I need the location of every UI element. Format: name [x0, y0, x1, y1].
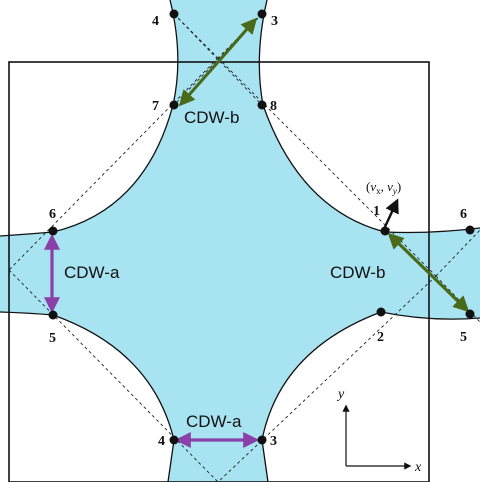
label-p4-bottom: 4 [158, 434, 165, 449]
velocity-close-paren: ) [397, 179, 401, 194]
velocity-vy-subscript: y [392, 186, 397, 196]
velocity-vx-subscript: x [376, 186, 381, 196]
label-p3-bottom: 3 [270, 434, 277, 449]
velocity-separator: , [381, 179, 388, 194]
label-p8: 8 [270, 99, 277, 114]
cdw-b-arrow-top [178, 17, 258, 107]
point-4-top [169, 9, 179, 19]
arrow-up-right-icon [382, 198, 399, 230]
velocity-vx: v [370, 179, 376, 194]
label-cdw-b-top: CDW-b [184, 108, 239, 127]
x-axis-label: x [414, 460, 422, 475]
boundary-bottom-right [261, 311, 480, 482]
label-cdw-a-left: CDW-a [64, 263, 120, 282]
point-8 [257, 100, 267, 110]
label-p5-left: 5 [49, 331, 56, 346]
label-p1: 1 [373, 204, 380, 219]
label-cdw-b-right: CDW-b [330, 263, 385, 282]
label-p4-top: 4 [152, 14, 159, 29]
boundary-bottom-left [0, 311, 175, 482]
point-7 [169, 100, 179, 110]
coordinate-axes: y x [336, 387, 422, 475]
label-p2: 2 [377, 330, 384, 345]
hot-spot-points [48, 9, 475, 445]
point-5-left [48, 310, 58, 320]
label-p7: 7 [152, 99, 159, 114]
point-3-bottom [257, 435, 267, 445]
point-6-left [48, 226, 58, 236]
label-p6-left: 6 [49, 207, 56, 222]
cdw-b-arrow-right [387, 232, 470, 313]
point-1 [380, 226, 390, 236]
velocity-open-paren: ( [366, 179, 370, 194]
boundary-top-left [0, 0, 179, 237]
point-3-top [257, 9, 267, 19]
label-p3-top: 3 [271, 14, 278, 29]
velocity-vy: v [387, 179, 393, 194]
point-2 [376, 307, 386, 317]
velocity-label: (vx, vy) [366, 179, 401, 196]
label-cdw-a-bottom: CDW-a [186, 412, 242, 431]
y-axis-label: y [336, 387, 345, 402]
boundary-top-right [258, 0, 480, 234]
point-4-bottom [169, 435, 179, 445]
point-6-right [465, 225, 475, 235]
point-5-right [465, 309, 475, 319]
label-p6-right: 6 [460, 207, 467, 222]
label-p5-right: 5 [460, 330, 467, 345]
